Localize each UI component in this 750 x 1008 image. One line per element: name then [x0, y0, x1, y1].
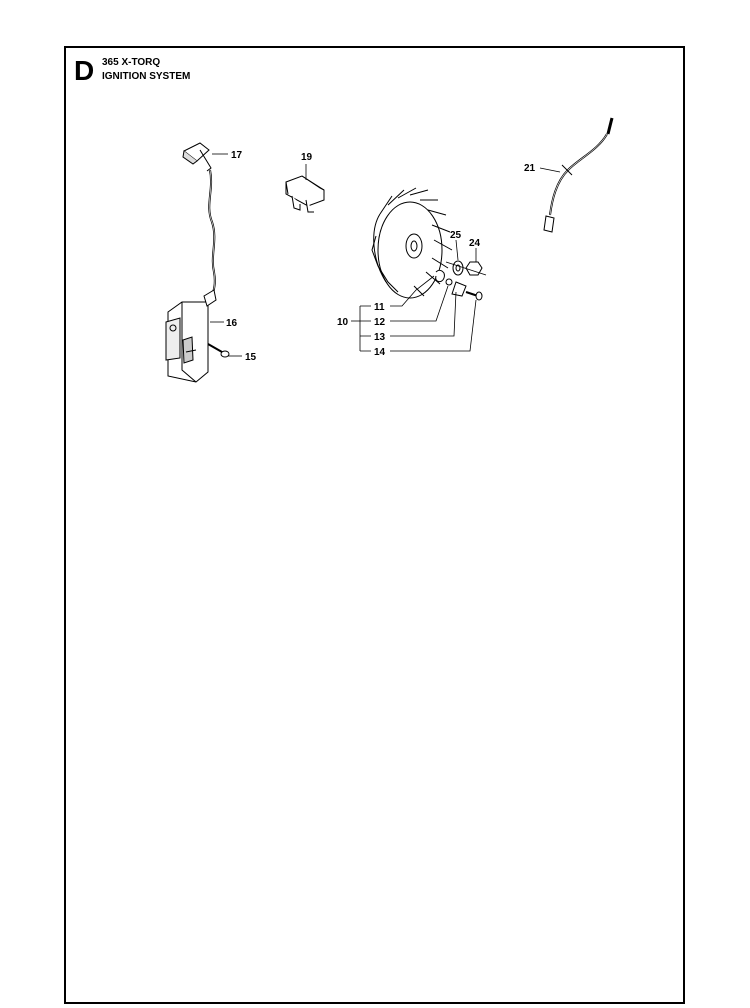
callout-12: 12	[374, 317, 386, 328]
short-circuit-cable-part	[543, 117, 614, 233]
callout-24: 24	[469, 238, 481, 249]
callout-15: 15	[245, 352, 257, 363]
model-title: 365 X-TORQ	[102, 57, 161, 68]
callout-19: 19	[301, 152, 313, 163]
page-frame	[64, 46, 685, 1004]
pawl-assembly-part	[435, 269, 483, 301]
section-letter: D	[74, 55, 95, 86]
system-title: IGNITION SYSTEM	[102, 71, 191, 82]
callout-25: 25	[450, 230, 462, 241]
callout-10: 10	[337, 317, 349, 328]
ignition-module-part	[165, 289, 217, 383]
callout-17: 17	[231, 150, 243, 161]
flywheel-part	[371, 187, 453, 299]
connector-part	[285, 175, 325, 213]
callout-16: 16	[226, 318, 238, 329]
callout-13: 13	[374, 332, 386, 343]
leader-lines	[210, 153, 561, 357]
nut-part	[445, 261, 487, 276]
screw-part	[207, 343, 230, 358]
callout-11: 11	[374, 302, 385, 313]
washer-part	[452, 260, 464, 276]
callout-21: 21	[524, 163, 536, 174]
callout-14: 14	[374, 347, 386, 358]
spark-plug-cap-part	[182, 142, 216, 297]
